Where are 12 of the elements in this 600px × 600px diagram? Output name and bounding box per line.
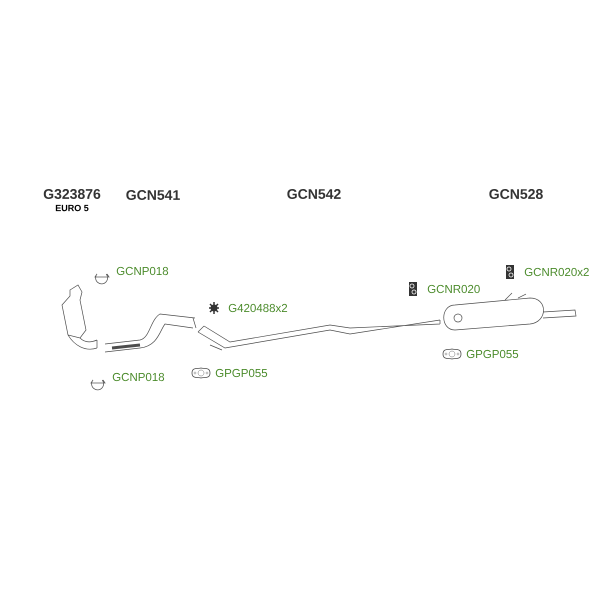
part-number: GCN541 <box>126 190 180 200</box>
part-number: GCN542 <box>287 189 341 199</box>
part-label: GCNR020 <box>428 284 480 294</box>
part-label: GPGP055 <box>216 368 268 378</box>
part-label: GCNP018 <box>112 372 164 382</box>
emission-standard: EURO 5 <box>56 204 88 212</box>
part-label: G420488x2 <box>228 304 288 312</box>
part-number: G323876 <box>44 189 100 199</box>
part-label: GCNP018 <box>116 266 168 276</box>
part-label: GPGP055 <box>466 350 518 358</box>
part-label: GCNR020x2 <box>524 268 589 276</box>
part-number: GCN528 <box>489 189 543 199</box>
